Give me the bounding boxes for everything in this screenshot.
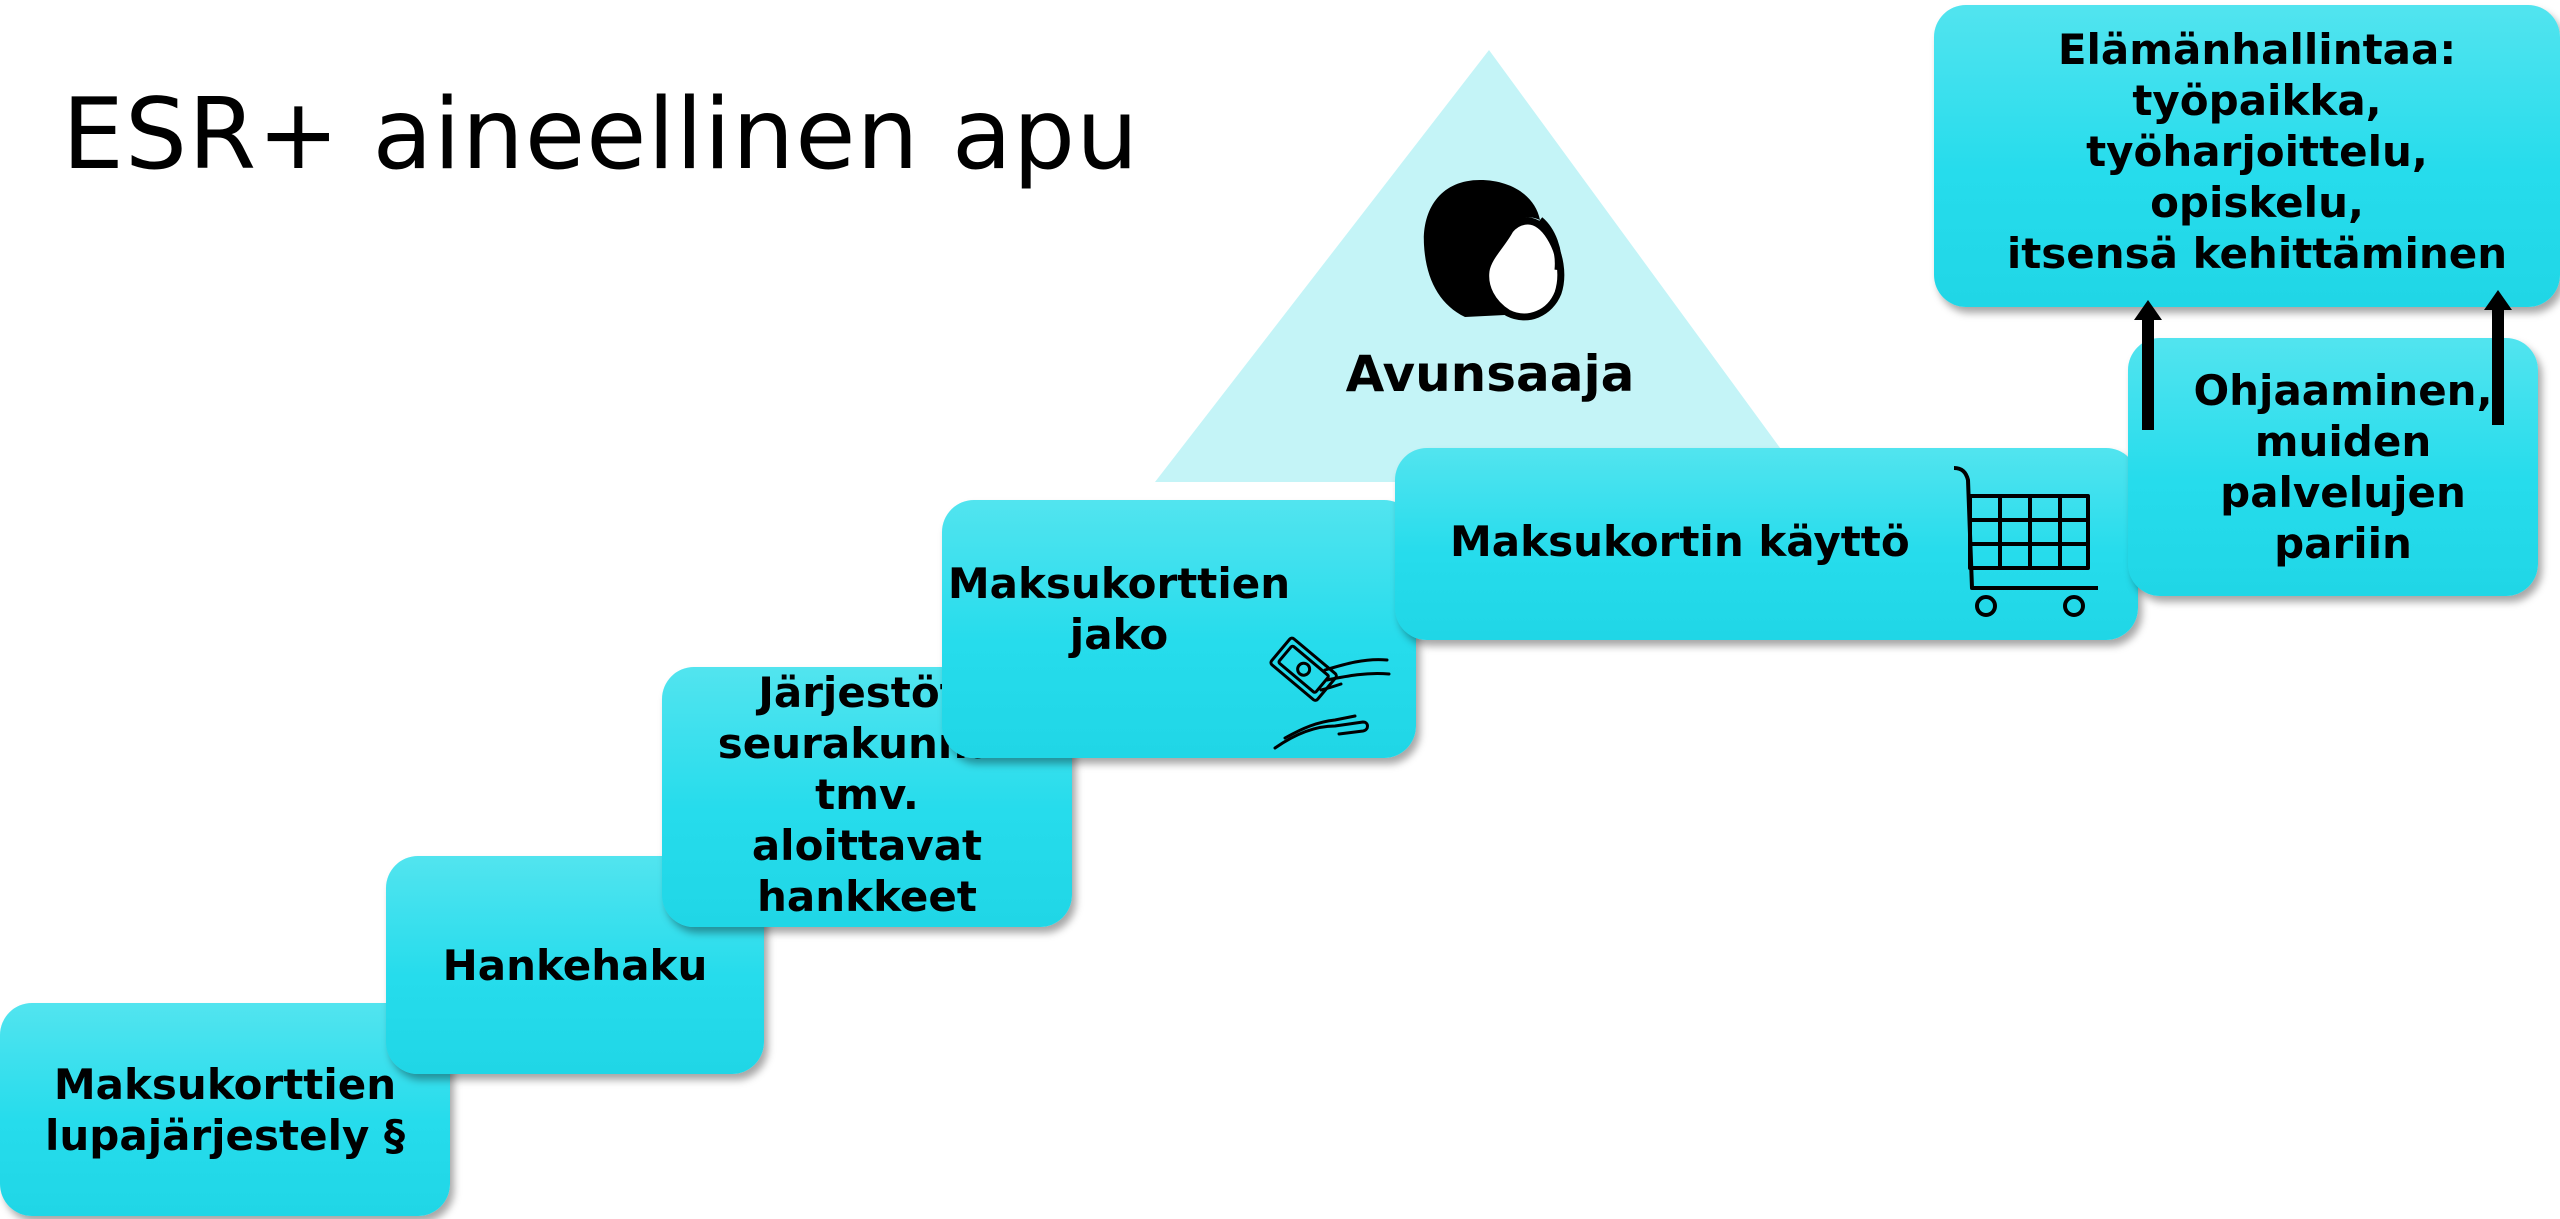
step-label-line: aloittavat	[751, 820, 983, 870]
step-label-line: palvelujen	[2220, 468, 2466, 517]
step-label-line: pariin	[2274, 519, 2412, 568]
step-label-line: hankkeet	[757, 871, 977, 921]
step-label-line: työpaikka,	[2132, 75, 2382, 125]
step-label-line: Maksukortin käyttö	[1450, 517, 1910, 566]
step-label-line: Elämänhallintaa:	[2057, 24, 2457, 74]
apex-label: Avunsaaja	[1345, 345, 1635, 403]
step-label-line: Hankehaku	[442, 940, 708, 990]
arrow-up-icon	[2484, 290, 2512, 425]
step-label-line: lupajärjestely §	[45, 1110, 405, 1160]
shopping-cart-icon	[1953, 466, 2098, 617]
money-handover-icon	[1269, 636, 1391, 750]
step-card-distribution: Maksukorttien jako	[942, 500, 1416, 758]
step-label-line: Järjestöt,	[758, 667, 976, 717]
step-label-line: Ohjaaminen,	[2193, 366, 2493, 415]
step-life-management: Elämänhallintaa: työpaikka, työharjoitte…	[1934, 5, 2560, 307]
step-label-line: opiskelu,	[2150, 177, 2364, 227]
step-label-line: Maksukorttien	[53, 1059, 397, 1109]
person-icon	[1423, 180, 1565, 321]
step-label-line: työharjoittelu,	[2086, 126, 2428, 176]
page-title: ESR+ aineellinen apu	[62, 78, 1140, 192]
step-label-line: Maksukorttien	[947, 559, 1291, 608]
step-label-line: jako	[1069, 610, 1169, 659]
arrow-up-icon	[2134, 300, 2162, 430]
step-label-line: itsensä kehittäminen	[2006, 228, 2508, 278]
step-label-line: tmv.	[815, 769, 919, 819]
step-guidance: Ohjaaminen, muiden palvelujen pariin	[2128, 338, 2538, 596]
step-payment-card-permit: Maksukorttien lupajärjestely §	[0, 1003, 450, 1216]
step-label-line: muiden	[2254, 417, 2432, 466]
